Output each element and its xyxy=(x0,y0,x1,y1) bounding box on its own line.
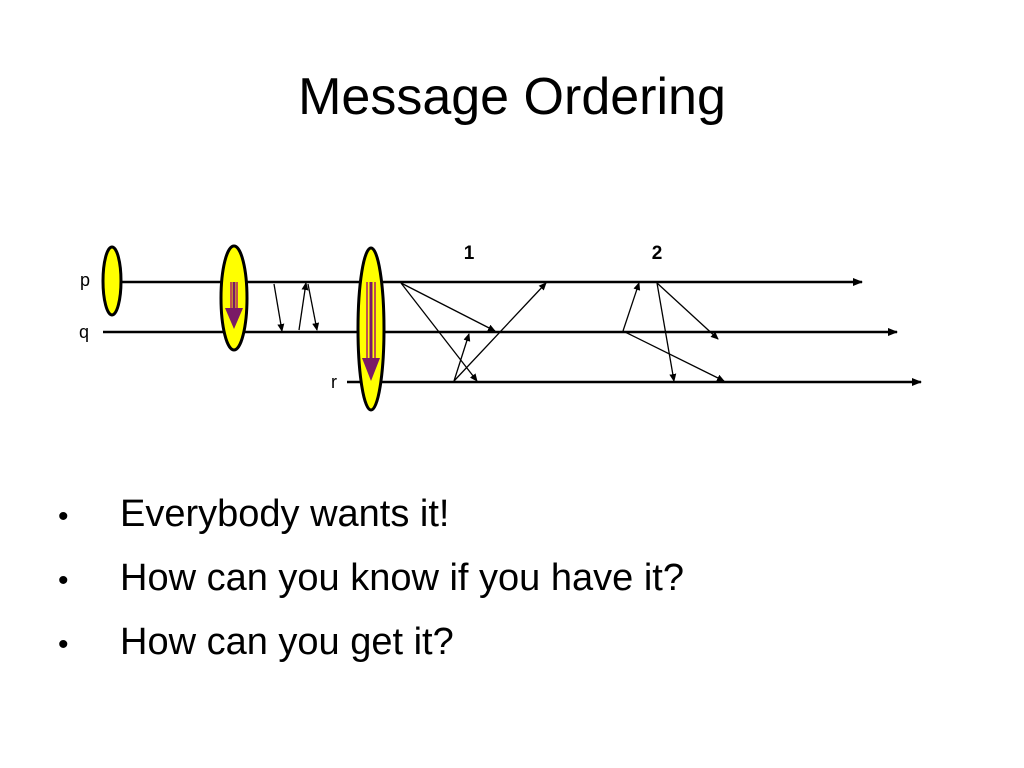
bullet-list: • Everybody wants it! • How can you know i… xyxy=(58,486,684,678)
bullet-mark: • xyxy=(58,628,69,661)
message-arrow xyxy=(622,282,641,332)
bullet-text: How can you know if you have it? xyxy=(120,557,684,599)
message-arrow xyxy=(400,282,496,332)
bullet-mark: • xyxy=(58,564,69,597)
marker-2: 2 xyxy=(652,243,663,264)
bullet-item: • How can you know if you have it? xyxy=(58,550,684,614)
message-arrow xyxy=(273,283,285,332)
slide-title: Message Ordering xyxy=(298,68,726,126)
message-arrow xyxy=(622,330,725,382)
bullet-item: • Everybody wants it! xyxy=(58,486,684,550)
process-label-r: r xyxy=(331,372,337,392)
message-arrow xyxy=(400,282,478,382)
message-arrow xyxy=(453,333,471,382)
bullet-text: How can you get it? xyxy=(120,621,454,663)
flush-arrow-icon xyxy=(362,282,380,381)
message-arrow xyxy=(453,282,547,382)
message-arrow xyxy=(307,283,320,331)
bullet-text: Everybody wants it! xyxy=(120,493,450,535)
message-arrow xyxy=(298,282,309,331)
process-label-p: p xyxy=(80,270,90,290)
flush-arrow-icon xyxy=(225,282,243,329)
bullet-mark: • xyxy=(58,500,69,533)
marker-1: 1 xyxy=(464,243,475,264)
message-arrow xyxy=(656,282,677,382)
process-label-q: q xyxy=(79,322,89,342)
ellipse-p-start xyxy=(101,245,123,317)
bullet-item: • How can you get it? xyxy=(58,614,684,678)
message-arrow xyxy=(656,282,719,340)
